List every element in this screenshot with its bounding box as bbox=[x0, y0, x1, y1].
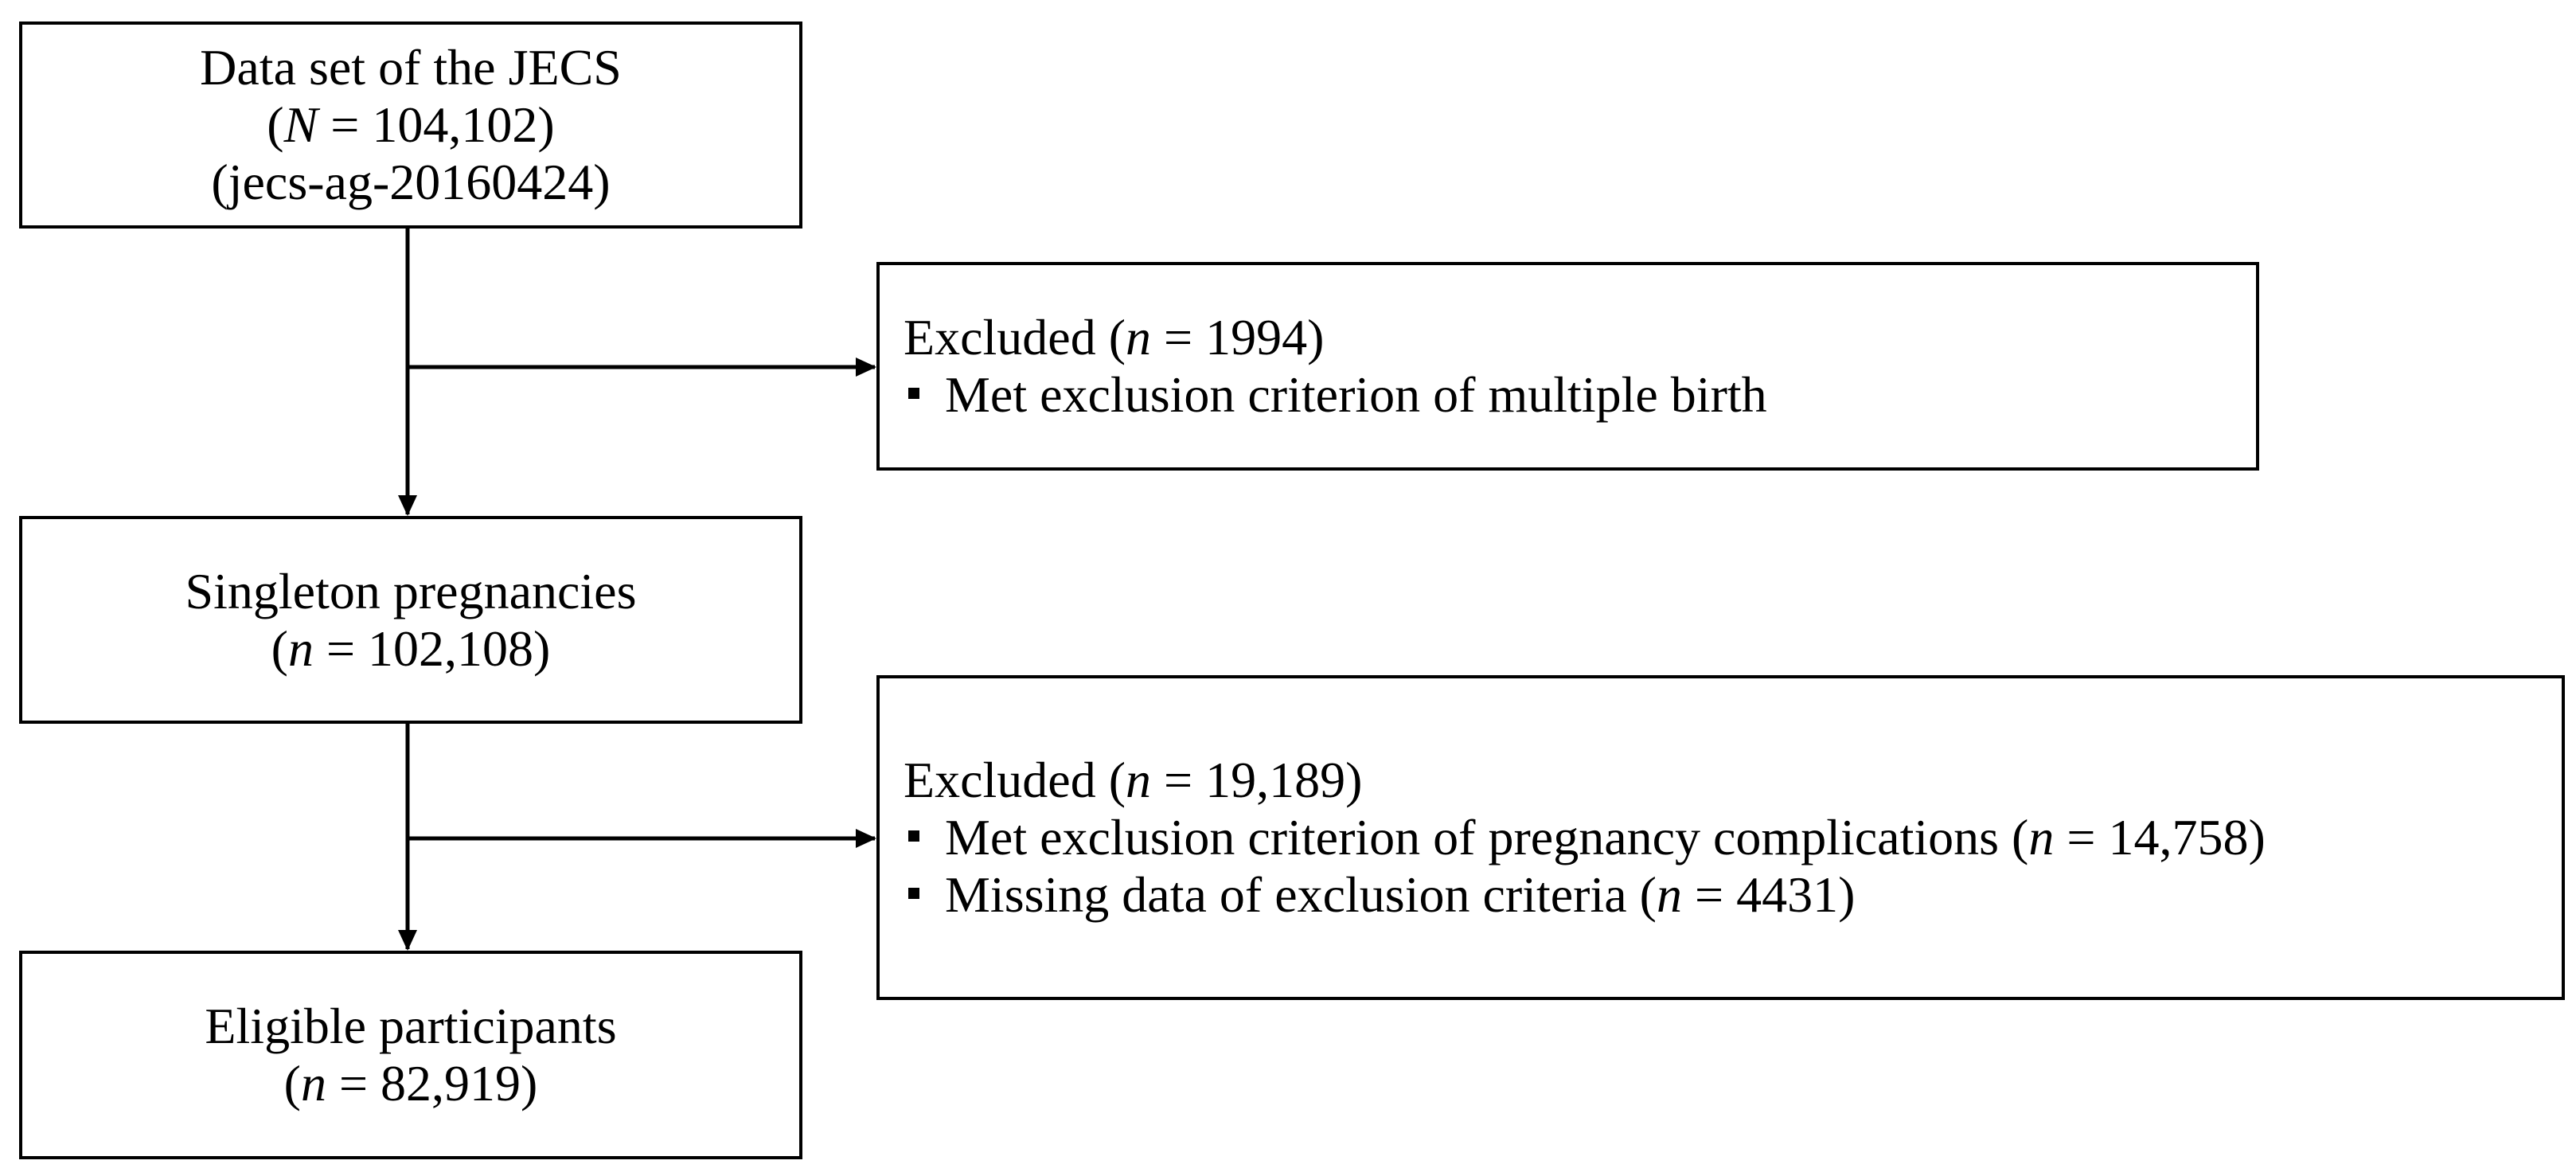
eligible-title: Eligible participants bbox=[205, 998, 617, 1054]
count-value: = 82,919) bbox=[326, 1055, 538, 1112]
count-value: = 102,108) bbox=[313, 619, 551, 677]
dataset-version: (jecs-ag-20160424) bbox=[211, 154, 611, 210]
count-variable: N bbox=[283, 96, 318, 153]
count-value: = 1994) bbox=[1151, 309, 1325, 365]
square-bullet-icon bbox=[908, 830, 919, 842]
exclusion-box-2: Excluded (n = 19,189) Met exclusion crit… bbox=[876, 675, 2565, 1000]
exclusion-2-title: Excluded (n = 19,189) bbox=[904, 752, 2562, 809]
paren: ( bbox=[271, 619, 288, 677]
exclusion-1-item: Met exclusion criterion of multiple birt… bbox=[904, 366, 2256, 424]
eligible-box: Eligible participants (n = 82,919) bbox=[19, 951, 802, 1159]
singleton-title: Singleton pregnancies bbox=[185, 562, 637, 619]
exclusion-2-item-2: Missing data of exclusion criteria (n = … bbox=[904, 866, 2562, 924]
arrowhead-exclusion-2 bbox=[856, 829, 876, 848]
count-value: = 4431) bbox=[1681, 866, 1856, 923]
paren: ( bbox=[283, 1055, 301, 1112]
square-bullet-icon bbox=[908, 888, 919, 899]
count-variable: n bbox=[1656, 866, 1682, 923]
item-text: Met exclusion criterion of pregnancy com… bbox=[945, 809, 2266, 866]
exclusion-box-1: Excluded (n = 1994) Met exclusion criter… bbox=[876, 262, 2259, 471]
exclusion-2-item-1: Met exclusion criterion of pregnancy com… bbox=[904, 809, 2562, 866]
count-variable: n bbox=[2028, 809, 2055, 865]
title-prefix: Excluded ( bbox=[904, 309, 1126, 365]
count-value: = 104,102) bbox=[318, 96, 555, 153]
exclusion-1-title: Excluded (n = 1994) bbox=[904, 309, 2256, 366]
dataset-title: Data set of the JECS bbox=[200, 39, 622, 96]
item-text: Met exclusion criterion of multiple birt… bbox=[945, 366, 1767, 423]
count-variable: n bbox=[300, 1055, 326, 1112]
arrowhead-eligible bbox=[398, 930, 417, 951]
item-text: Missing data of exclusion criteria (n = … bbox=[945, 866, 1855, 924]
count-variable: n bbox=[287, 619, 314, 677]
square-bullet-icon bbox=[908, 388, 919, 399]
singleton-box: Singleton pregnancies (n = 102,108) bbox=[19, 516, 802, 724]
count-variable: n bbox=[1126, 752, 1151, 808]
item-prefix: Missing data of exclusion criteria ( bbox=[945, 866, 1657, 923]
count-value: = 19,189) bbox=[1151, 752, 1363, 808]
arrowhead-exclusion-1 bbox=[856, 357, 876, 377]
arrowhead-singleton bbox=[398, 495, 417, 516]
title-prefix: Excluded ( bbox=[904, 752, 1126, 808]
eligible-count: (n = 82,919) bbox=[284, 1055, 538, 1112]
count-value: = 14,758) bbox=[2054, 809, 2266, 865]
singleton-count: (n = 102,108) bbox=[271, 620, 551, 678]
paren: ( bbox=[267, 96, 284, 153]
item-prefix: Met exclusion criterion of pregnancy com… bbox=[945, 809, 2029, 865]
count-variable: n bbox=[1126, 309, 1151, 365]
dataset-count: (N = 104,102) bbox=[267, 96, 554, 154]
dataset-box: Data set of the JECS (N = 104,102) (jecs… bbox=[19, 21, 802, 229]
